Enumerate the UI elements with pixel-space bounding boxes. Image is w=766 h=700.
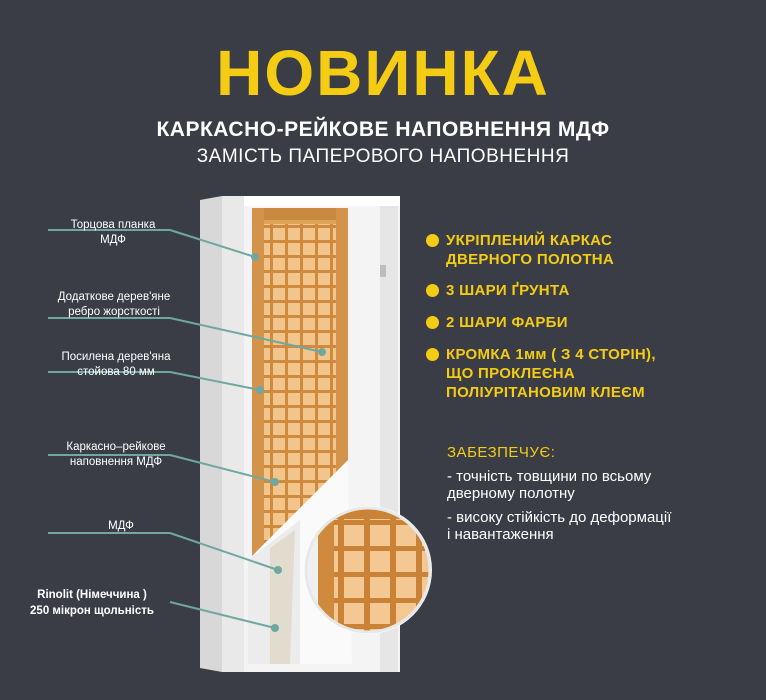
label-end-strip: Торцова планка МДФ [70,219,156,246]
bullet-dot-icon [426,234,439,247]
provides-item: - високу стійкість до деформації і наван… [447,509,672,543]
bullet-dot-icon [426,284,439,297]
label-rinolit-2: 250 мікрон щольність [30,605,154,617]
subtitle-main: КАРКАСНО-РЕЙКОВЕ НАПОВНЕННЯ МДФ [156,118,610,141]
label-frame-filling: Каркасно–рейкове наповнення МДФ [66,441,166,468]
feature-item: УКРІПЛЕНИЙ КАРКАС ДВЕРНОГО ПОЛОТНА [426,231,614,269]
feature-item: 2 ШАРИ ФАРБИ [426,313,568,332]
label-mdf: МДФ [108,520,134,532]
leader-lines [48,229,323,629]
subtitle-secondary: ЗАМІСТЬ ПАПЕРОВОГО НАПОВНЕННЯ [196,146,570,167]
zoom-detail-circle [304,506,432,634]
headline: НОВИНКА [216,37,550,109]
label-rinolit-1: Rinolit (Німеччина ) [37,589,147,601]
feature-item: 3 ШАРИ ҐРУНТА [426,281,570,300]
provides-title: ЗАБЕЗПЕЧУЄ: [447,444,556,461]
bullet-dot-icon [426,316,439,329]
bullet-dot-icon [426,348,439,361]
provides-item: - точність товщини по всьому дверному по… [447,468,652,502]
label-reinforced-post: Посилена дерев'яна стойова 80 мм [61,351,171,378]
label-extra-rib: Додаткове дерев'яне ребро жорсткості [57,291,171,318]
leader-dots [251,253,326,632]
feature-item: КРОМКА 1мм ( З 4 СТОРІН), ЩО ПРОКЛЕЄНА П… [426,345,656,402]
